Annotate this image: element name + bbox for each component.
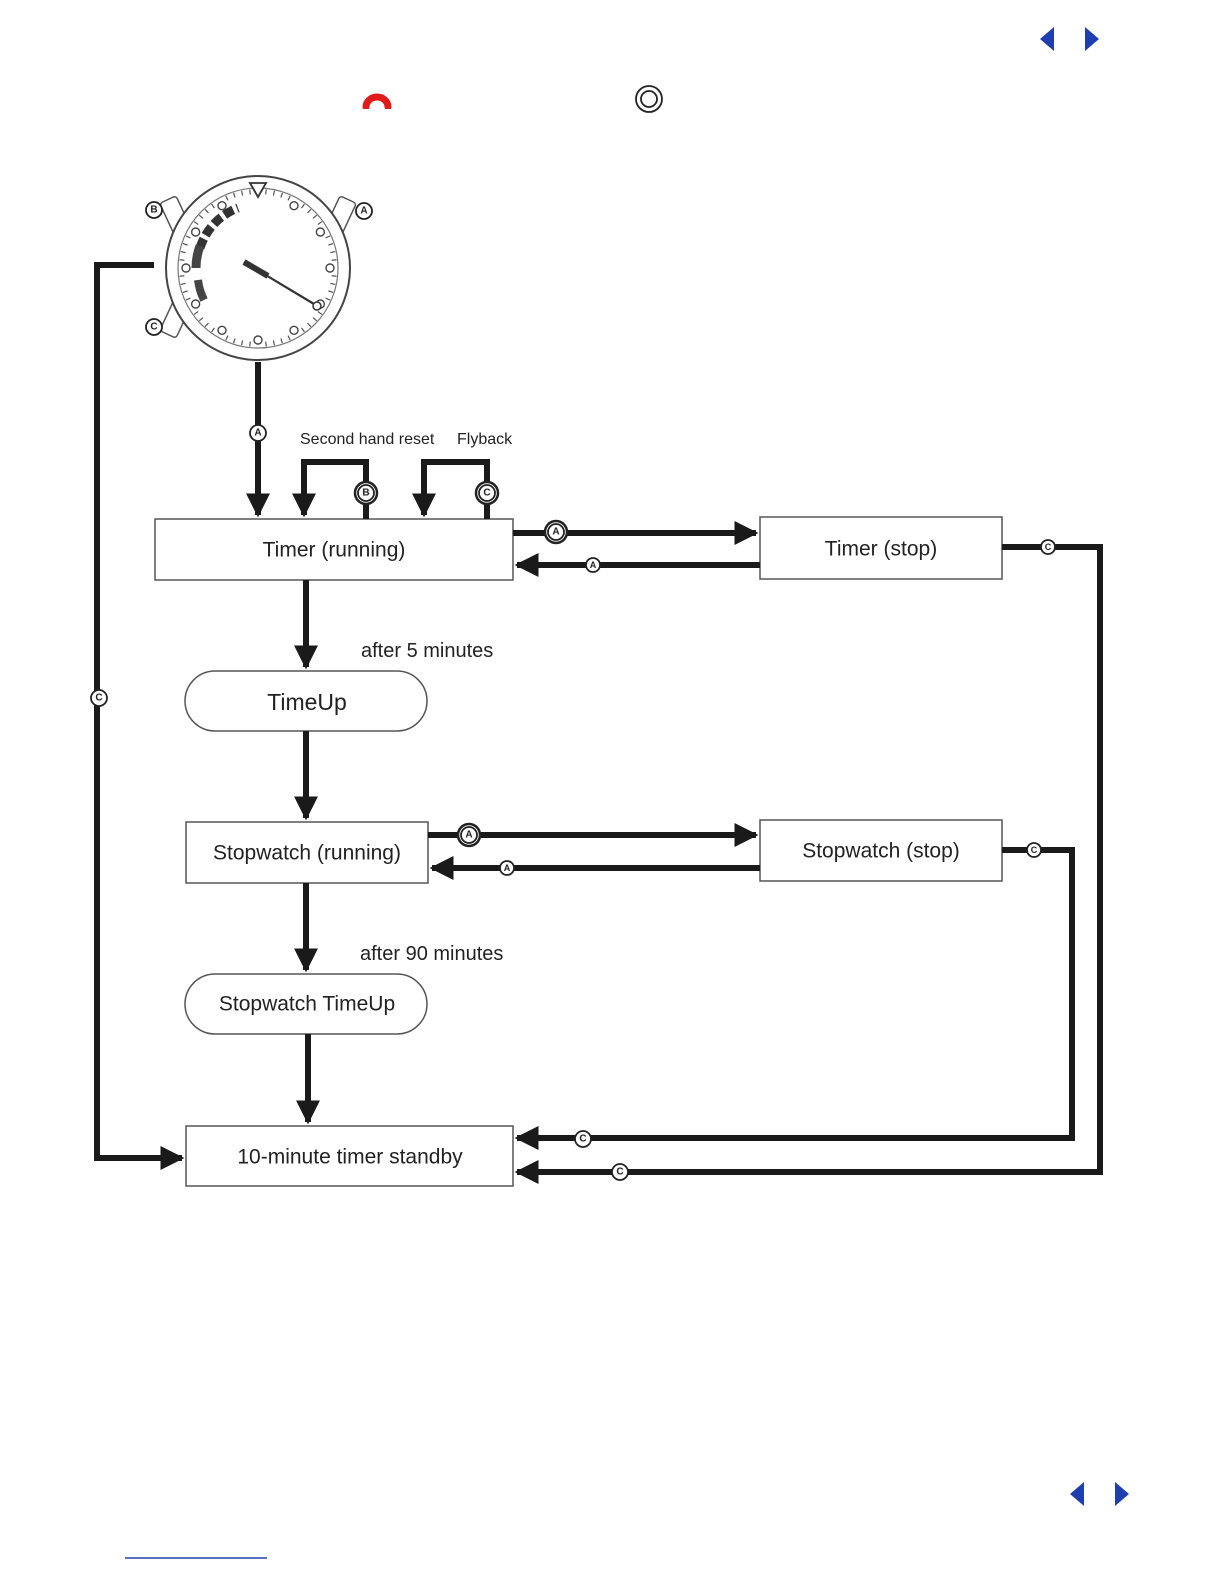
watch-hour-marker xyxy=(192,228,200,236)
svg-text:A: A xyxy=(590,560,597,570)
arrow-sw-stop-to-standby xyxy=(517,850,1072,1138)
watch-minute-tick xyxy=(266,189,267,194)
prev-page-button-bottom[interactable] xyxy=(1068,1481,1088,1507)
badge-a-timer-stop-to-run: A xyxy=(586,558,600,572)
watch-hour-marker xyxy=(290,202,298,210)
badge-watch-c: C xyxy=(146,319,162,335)
badge-a-timer-run-to-stop: A xyxy=(545,521,567,543)
badge-watch-b: B xyxy=(146,202,162,218)
badge-a-watch-to-timer: A xyxy=(250,425,266,441)
svg-text:C: C xyxy=(95,693,102,704)
svg-text:C: C xyxy=(150,322,157,333)
svg-text:A: A xyxy=(465,830,472,841)
node-standby: 10-minute timer standby xyxy=(237,1146,463,1169)
svg-text:C: C xyxy=(1031,845,1038,855)
svg-text:C: C xyxy=(579,1134,586,1145)
node-timer-stop: Timer (stop) xyxy=(825,538,937,561)
svg-text:B: B xyxy=(150,205,157,216)
watch-minute-tick xyxy=(179,276,184,277)
svg-text:A: A xyxy=(504,863,511,873)
svg-text:A: A xyxy=(552,527,559,538)
watch-hour-marker xyxy=(290,326,298,334)
badge-c-timer-stop: C xyxy=(1041,540,1055,554)
watch-minute-tick xyxy=(250,189,251,194)
watch-minute-tick xyxy=(250,342,251,347)
watch-hour-marker xyxy=(254,336,262,344)
badge-c-flyback: C xyxy=(476,482,498,504)
badge-b-reset: B xyxy=(355,482,377,504)
watch-hour-marker xyxy=(192,300,200,308)
watch-minute-tick xyxy=(332,276,337,277)
next-page-button-bottom[interactable] xyxy=(1112,1481,1132,1507)
triangle-left-icon xyxy=(1068,1481,1088,1507)
node-stopwatch-timeup: Stopwatch TimeUp xyxy=(219,993,395,1016)
node-timeup: TimeUp xyxy=(267,689,347,715)
watch-minute-tick xyxy=(266,342,267,347)
footer-rule xyxy=(125,1557,267,1559)
watch-hour-marker xyxy=(316,228,324,236)
label-flyback: Flyback xyxy=(457,431,513,448)
badge-a-sw-run-to-stop: A xyxy=(458,824,480,846)
badge-c-sw-stop: C xyxy=(1027,843,1041,857)
node-timer-running: Timer (running) xyxy=(263,539,406,562)
svg-text:C: C xyxy=(1045,542,1052,552)
node-stopwatch-stop: Stopwatch (stop) xyxy=(802,840,960,863)
watch-minute-tick xyxy=(332,260,337,261)
svg-text:C: C xyxy=(483,488,490,499)
svg-text:C: C xyxy=(616,1167,623,1178)
node-stopwatch-running: Stopwatch (running) xyxy=(213,842,401,865)
triangle-right-icon xyxy=(1112,1481,1132,1507)
watch-illustration xyxy=(160,176,357,360)
label-second-hand-reset: Second hand reset xyxy=(300,431,435,448)
badge-c-left-loop: C xyxy=(91,690,107,706)
badge-c-standby-lower: C xyxy=(612,1164,628,1180)
watch-hour-marker xyxy=(218,202,226,210)
badge-a-sw-stop-to-run: A xyxy=(500,861,514,875)
svg-text:A: A xyxy=(360,206,367,217)
svg-text:B: B xyxy=(362,488,369,499)
label-after-5-minutes: after 5 minutes xyxy=(361,640,493,662)
watch-minute-tick xyxy=(179,260,184,261)
label-after-90-minutes: after 90 minutes xyxy=(360,943,503,965)
watch-hour-marker xyxy=(326,264,334,272)
watch-hour-marker xyxy=(182,264,190,272)
arrow-watch-to-standby xyxy=(97,265,182,1158)
watch-hour-marker xyxy=(218,326,226,334)
badge-c-standby-upper: C xyxy=(575,1131,591,1147)
badge-watch-a: A xyxy=(356,203,372,219)
svg-text:A: A xyxy=(254,428,261,439)
